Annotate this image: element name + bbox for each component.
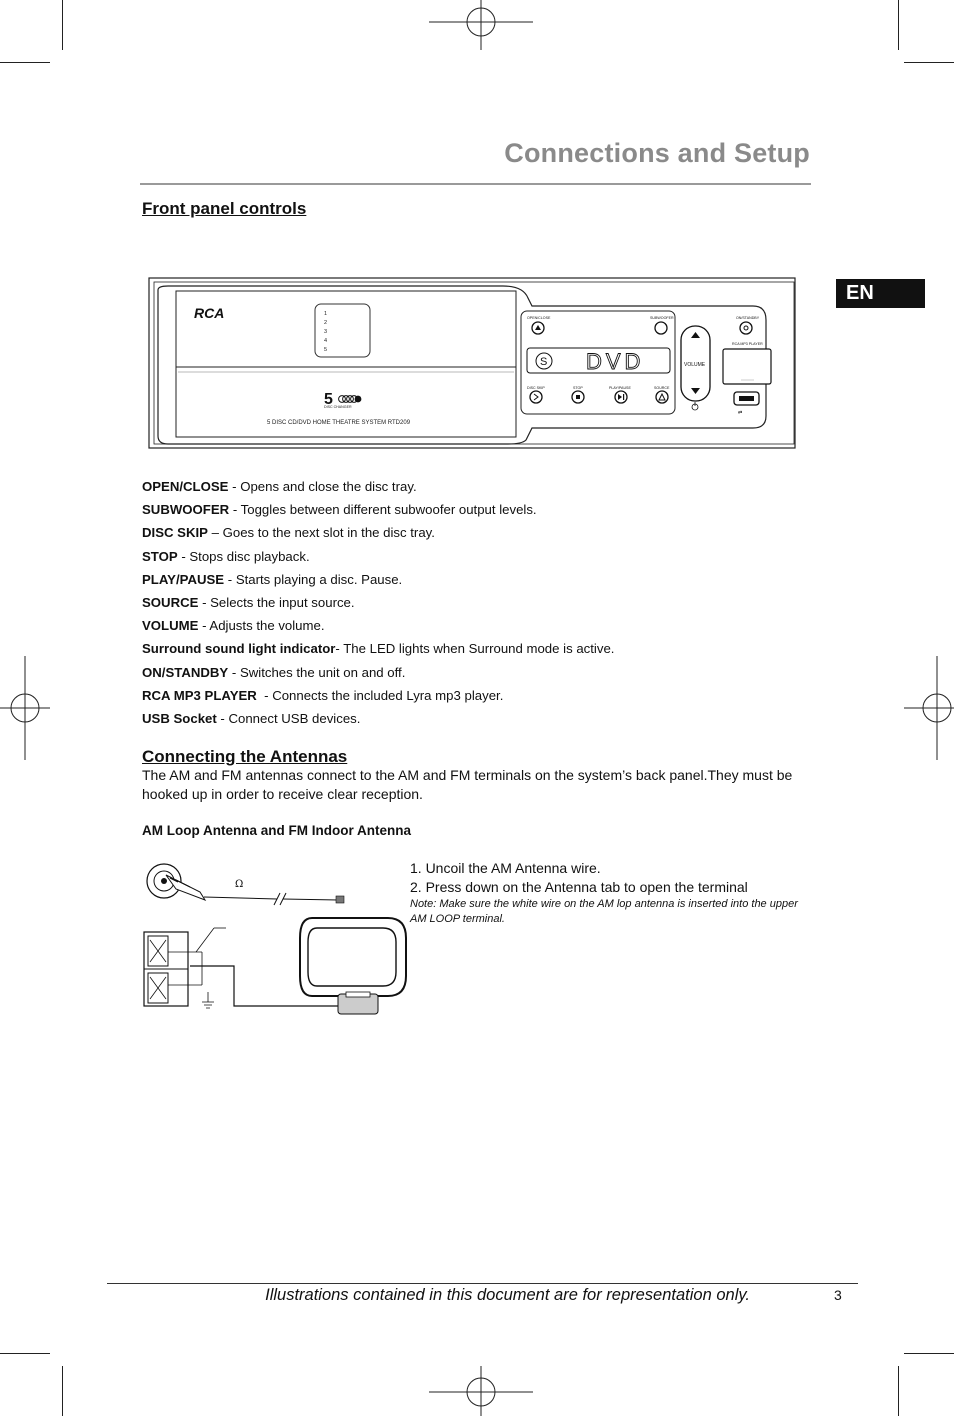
control-term: SUBWOOFER (142, 502, 230, 518)
antenna-terminal-block (143, 927, 226, 1007)
control-desc: - Stops disc playback. (177, 548, 310, 564)
control-desc: - The LED lights when Surround mode is a… (335, 641, 615, 657)
control-term: OPEN/CLOSE (142, 479, 229, 494)
registration-mark-bottom (429, 1366, 533, 1416)
page-number: 3 (834, 1287, 842, 1303)
control-term: STOP (142, 548, 178, 564)
label-source: SOURCE (654, 386, 670, 390)
control-desc: - Starts playing a disc. Pause. (224, 571, 403, 587)
registration-mark-right (904, 656, 954, 760)
display-text: DVD (586, 349, 644, 374)
control-term: VOLUME (142, 618, 199, 634)
antenna-instructions: 1. Uncoil the AM Antenna wire. 2. Press … (410, 859, 810, 927)
control-stop: STOP - Stops disc playback. (142, 547, 842, 570)
disc-number-1: 1 (324, 311, 327, 317)
changer-number: 5 (324, 391, 333, 408)
label-on-standby: ON/STANDBY (736, 316, 760, 320)
fm-connector-icon (146, 863, 207, 901)
control-usb-socket: USB Socket - Connect USB devices. (142, 709, 842, 732)
control-desc: - Selects the input source. (198, 594, 355, 610)
ohm-symbol: Ω (235, 879, 243, 890)
control-open-close: OPEN/CLOSE - Opens and close the disc tr… (142, 477, 842, 500)
control-play-pause: PLAY/PAUSE - Starts playing a disc. Paus… (142, 570, 842, 593)
label-rca-mp3-player: RCA MP3 PLAYER (732, 342, 763, 346)
control-rca-mp3-player: RCA MP3 PLAYER - Connects the included L… (142, 686, 842, 709)
disc-stack-icon (338, 395, 362, 403)
changer-label: DISC CHANGER (324, 405, 352, 409)
control-desc: - Opens and close the disc tray. (228, 479, 417, 494)
antennas-heading: Connecting the Antennas (142, 747, 348, 766)
model-text: 5 DISC CD/DVD HOME THEATRE SYSTEM RTD209 (267, 420, 411, 426)
control-desc: – Goes to the next slot in the disc tray… (207, 525, 435, 541)
step-1: 1. Uncoil the AM Antenna wire. (410, 860, 601, 876)
source-button[interactable] (655, 390, 669, 404)
control-term: PLAY/PAUSE (142, 571, 225, 587)
antenna-note: Note: Make sure the white wire on the AM… (410, 898, 798, 925)
label-volume: VOLUME (684, 362, 706, 368)
control-subwoofer: SUBWOOFER - Toggles between different su… (142, 500, 842, 523)
label-disc-skip: DISC SKIP (527, 386, 545, 390)
control-surround-indicator: Surround sound light indicator- The LED … (142, 639, 842, 662)
on-standby-button[interactable] (739, 321, 753, 335)
registration-mark-top (429, 0, 533, 50)
control-term: RCA MP3 PLAYER (142, 687, 257, 703)
surround-indicator-icon (535, 352, 553, 370)
control-desc: - Switches the unit on and off. (228, 664, 406, 680)
step-2: 2. Press down on the Antenna tab to open… (410, 879, 748, 895)
control-term: DISC SKIP (142, 525, 208, 541)
antenna-subheading: AM Loop Antenna and FM Indoor Antenna (142, 823, 411, 838)
label-play-pause: PLAY/PAUSE (609, 386, 631, 390)
language-tab: EN (836, 279, 925, 308)
subwoofer-button[interactable] (654, 321, 668, 335)
display-window (526, 347, 671, 374)
control-source: SOURCE - Selects the input source. (142, 593, 842, 616)
control-disc-skip: DISC SKIP – Goes to the next slot in the… (142, 523, 842, 546)
disc-number-5: 5 (324, 347, 327, 353)
disc-number-2: 2 (324, 320, 327, 326)
control-desc: - Connects the included Lyra mp3 player. (256, 687, 504, 703)
power-indicator-icon (691, 402, 699, 411)
control-volume: VOLUME - Adjusts the volume. (142, 616, 842, 639)
label-stop: STOP (573, 386, 583, 390)
registration-mark-left (0, 656, 50, 760)
control-term: USB Socket (142, 710, 217, 726)
usb-icon: ⇄ (738, 410, 742, 416)
footer-disclaimer: Illustrations contained in this document… (265, 1286, 750, 1304)
disc-number-4: 4 (324, 338, 327, 344)
control-term: Surround sound light indicator (142, 641, 336, 657)
control-desc: - Adjusts the volume. (198, 618, 325, 634)
control-desc: - Connect USB devices. (216, 710, 361, 726)
label-subwoofer: SUBWOOFER (650, 316, 674, 320)
control-desc: - Toggles between different subwoofer ou… (229, 502, 537, 518)
volume-rocker[interactable] (680, 325, 711, 402)
title-divider (140, 183, 811, 185)
control-term: SOURCE (142, 594, 199, 610)
control-on-standby: ON/STANDBY - Switches the unit on and of… (142, 663, 842, 686)
control-term: ON/STANDBY (142, 664, 229, 680)
front-panel-illustration: RCA 1 2 3 4 5 5 DISC CHANGER 5 DISC CD/D… (148, 277, 796, 449)
rca-logo: RCA (194, 305, 224, 321)
antenna-diagram: Ω (143, 863, 407, 1015)
rca-mp3-player-dock[interactable] (722, 348, 772, 385)
page-title: Connections and Setup (504, 138, 810, 168)
front-panel-heading: Front panel controls (142, 199, 307, 218)
svg-text:S: S (540, 356, 547, 368)
disc-skip-button[interactable] (529, 390, 543, 404)
label-open-close: OPEN/CLOSE (527, 316, 551, 320)
am-loop-antenna-icon (299, 917, 407, 1015)
disc-number-3: 3 (324, 329, 327, 335)
controls-list: OPEN/CLOSE - Opens and close the disc tr… (142, 477, 842, 732)
antennas-intro: The AM and FM antennas connect to the AM… (142, 767, 793, 802)
footer-divider (107, 1283, 858, 1284)
